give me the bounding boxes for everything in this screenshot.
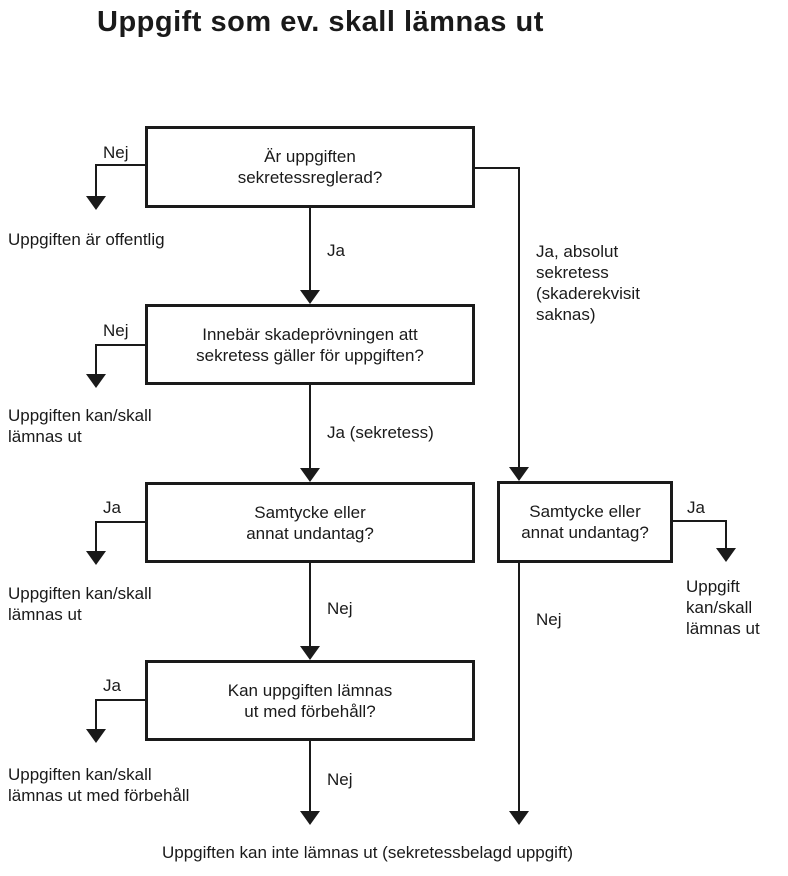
outcome-line: Uppgiften kan/skall — [8, 765, 152, 784]
edge-label-q2-yes: Ja (sekretess) — [327, 423, 434, 442]
arrowhead-final-left — [300, 811, 320, 825]
outcome-released-2: Uppgiften kan/skall lämnas ut — [8, 405, 152, 447]
outcome-line: Uppgift — [686, 577, 740, 596]
arrowhead-public — [86, 196, 106, 210]
edge-label-line: saknas) — [536, 305, 596, 324]
arrowhead-o4 — [86, 729, 106, 743]
outcome-line: lämnas ut — [8, 427, 82, 446]
arrowhead-q2 — [300, 290, 320, 304]
edge-label-line: (skaderekvisit — [536, 284, 640, 303]
outcome-released-with-reservation: Uppgiften kan/skall lämnas ut med förbeh… — [8, 764, 189, 806]
arrowhead-q4 — [300, 646, 320, 660]
arrowhead-q5 — [509, 467, 529, 481]
edge-label-line: Ja, absolut — [536, 242, 619, 261]
outcome-line: lämnas ut — [8, 605, 82, 624]
decision-box-sekretessreglerad: Är uppgiften sekretessreglerad? — [145, 126, 475, 208]
outcome-released-5: Uppgift kan/skall lämnas ut — [686, 576, 760, 639]
edge-label-q1-no: Nej — [103, 143, 129, 162]
edge-label-q4-no: Nej — [327, 770, 353, 789]
decision-text-line: Är uppgiften — [264, 147, 356, 166]
decision-box-forbehall: Kan uppgiften lämnas ut med förbehåll? — [145, 660, 475, 741]
arrowhead-o3 — [86, 551, 106, 565]
edge-label-q5-yes: Ja — [687, 498, 705, 517]
edge-label-q5-no: Nej — [536, 610, 562, 629]
outcome-line: Uppgiften kan/skall — [8, 406, 152, 425]
page-title: Uppgift som ev. skall lämnas ut — [97, 6, 544, 38]
arrowhead-o5 — [716, 548, 736, 562]
outcome-public: Uppgiften är offentlig — [8, 230, 165, 249]
decision-text-line: sekretessreglerad? — [237, 168, 383, 187]
edge-label-q3-yes: Ja — [103, 498, 121, 517]
decision-text-line: ut med förbehåll? — [244, 701, 376, 721]
edge-label-line: sekretess — [536, 263, 609, 282]
outcome-line: Uppgiften kan/skall — [8, 584, 152, 603]
edge-label-q2-no: Nej — [103, 321, 129, 340]
decision-text-line: annat undantag? — [521, 523, 649, 542]
edge-label-q4-yes: Ja — [103, 676, 121, 695]
edge-label-q1-yes: Ja — [327, 241, 345, 260]
decision-box-samtycke-absolut: Samtycke eller annat undantag? — [497, 481, 673, 563]
outcome-line: kan/skall — [686, 598, 753, 617]
decision-text-line: annat undantag? — [246, 523, 374, 543]
decision-text-line: Samtycke eller — [529, 502, 641, 521]
decision-text-line: Samtycke eller — [254, 502, 366, 522]
outcome-line: lämnas ut med förbehåll — [8, 786, 190, 805]
decision-text-line: Kan uppgiften lämnas — [227, 680, 393, 700]
decision-text-line: sekretess gäller för uppgiften? — [196, 345, 424, 365]
edge-label-q1-absolute: Ja, absolut sekretess (skaderekvisit sak… — [536, 241, 640, 325]
decision-text-line: Innebär skadeprövningen att — [202, 324, 418, 344]
outcome-line: lämnas ut — [686, 619, 760, 638]
arrowhead-q3 — [300, 468, 320, 482]
arrowhead-o2 — [86, 374, 106, 388]
outcome-released-3: Uppgiften kan/skall lämnas ut — [8, 583, 152, 625]
decision-box-samtycke: Samtycke eller annat undantag? — [145, 482, 475, 563]
outcome-not-released: Uppgiften kan inte lämnas ut (sekretessb… — [162, 843, 574, 862]
edge-label-q3-no: Nej — [327, 599, 353, 618]
arrowhead-final-right — [509, 811, 529, 825]
decision-box-skadeprovning: Innebär skadeprövningen att sekretess gä… — [145, 304, 475, 385]
